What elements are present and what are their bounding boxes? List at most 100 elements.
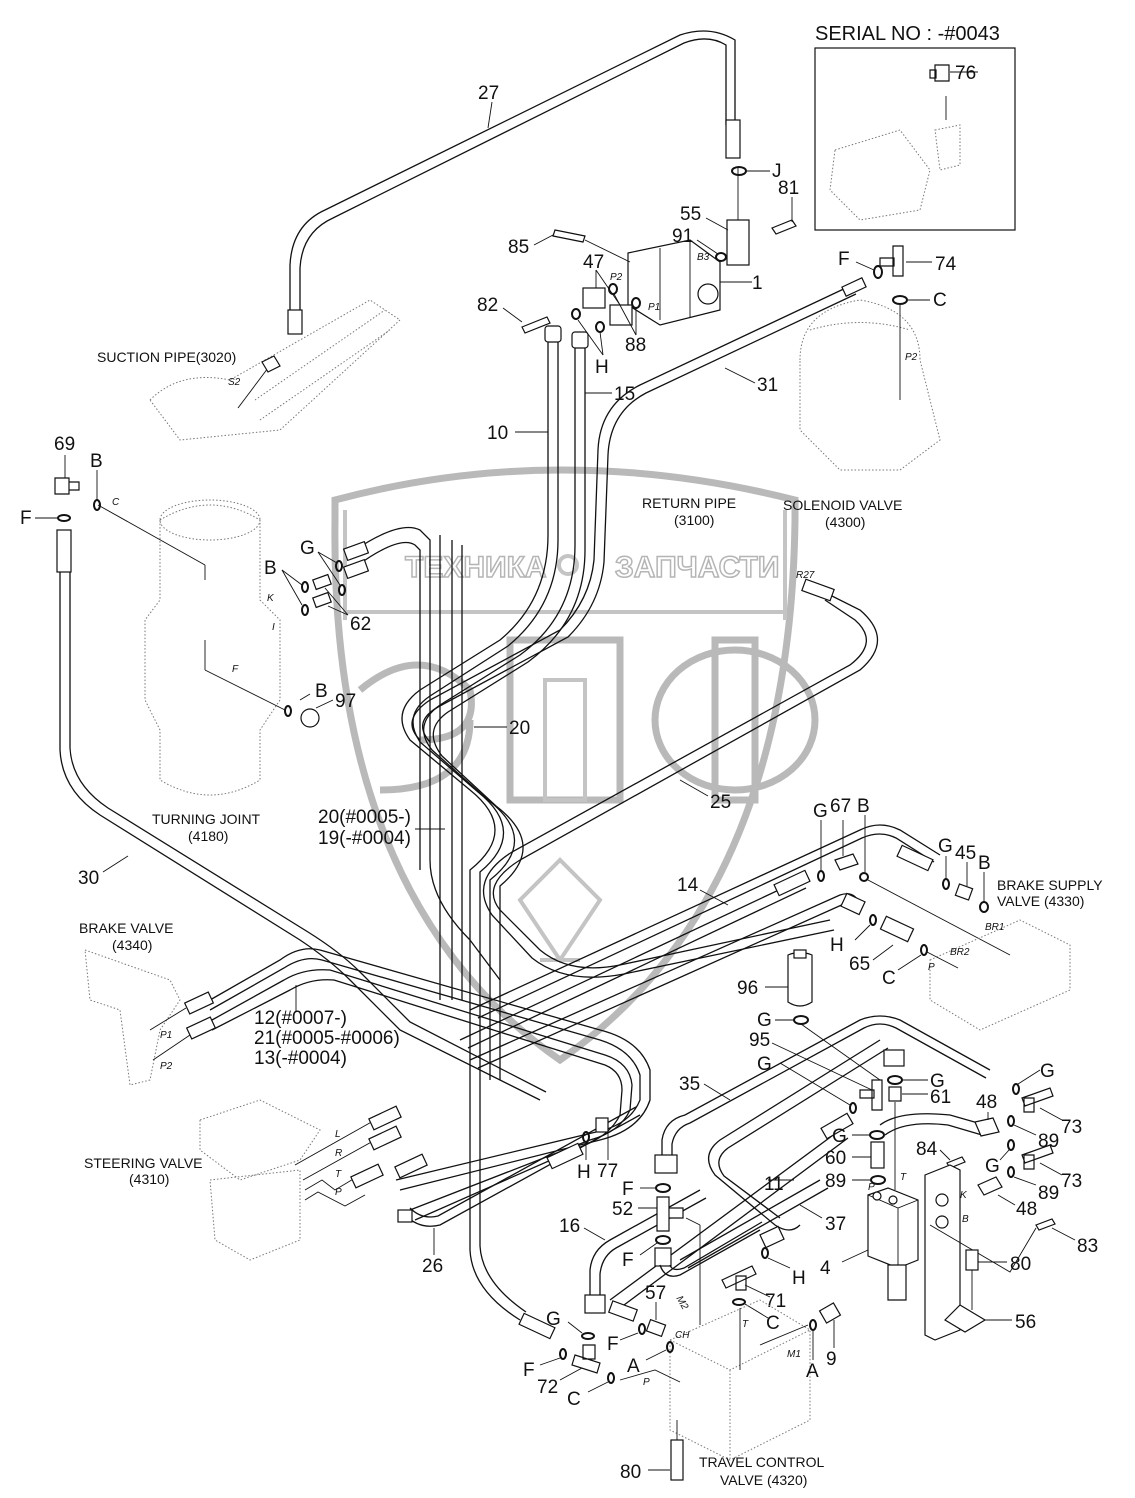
tee-95-body [859, 1079, 883, 1111]
callout-61: 61 [930, 1087, 951, 1108]
o-ring-c [920, 944, 928, 956]
callout-74: 74 [935, 254, 957, 275]
port-b: B [962, 1214, 969, 1225]
label-brake-valve-code: (4340) [112, 937, 152, 953]
port-p2: P2 [160, 1061, 173, 1072]
seal-label-f: F [622, 1250, 634, 1271]
o-ring-g [335, 560, 343, 572]
watermark: ТЕХНИКА ЗАПЧАСТИ [331, 466, 819, 1065]
check-valve-65 [879, 915, 915, 943]
o-ring-c [607, 1372, 615, 1384]
o-ring-89 [870, 1175, 886, 1185]
seal-label-j: J [772, 161, 782, 182]
steering-valve: STEERING VALVE (4310) L R T P [84, 1099, 428, 1261]
callout-72: 72 [537, 1377, 558, 1398]
tee-72-body [571, 1344, 601, 1374]
callout-15: 15 [614, 384, 635, 405]
port-f: F [232, 664, 239, 675]
hose-fitting [654, 1154, 678, 1174]
label-return-pipe-code: (3100) [674, 512, 714, 528]
callout-13-serial: 13(-#0004) [254, 1048, 347, 1069]
hose-fitting [185, 1016, 217, 1040]
hose-fitting [725, 119, 741, 159]
label-travel-control-valve: TRAVEL CONTROL [699, 1454, 824, 1470]
port-p2: P2 [610, 272, 623, 283]
port-ch: CH [675, 1330, 690, 1341]
solenoid-valve-ghost: P2 SOLENOID VALVE (4300) [783, 299, 941, 530]
callout-9: 9 [826, 1349, 837, 1370]
o-ring-j [731, 166, 747, 176]
travel-control-valve: M2 CH P T M1 TRAVEL CONTROL VALVE (4320)… [619, 1294, 824, 1488]
callout-21-serial: 21(#0005-#0006) [254, 1028, 400, 1049]
seal-label-g: G [930, 1071, 945, 1092]
callout-77: 77 [597, 1161, 618, 1182]
o-ring-g [942, 878, 950, 890]
callout-62: 62 [350, 614, 371, 635]
o-ring-91 [715, 252, 727, 262]
callout-45: 45 [955, 843, 976, 864]
elbow-69-and-hose-30: 69 B F 30 [20, 434, 547, 1101]
seal-label-b: B [264, 558, 277, 579]
flange-47 [582, 287, 606, 309]
bolt-81 [771, 219, 797, 235]
seal-label-g: G [546, 1309, 561, 1330]
seal-label-g: G [938, 836, 953, 857]
port-t: T [900, 1172, 907, 1183]
port-br1: BR1 [985, 922, 1004, 933]
callout-89: 89 [1038, 1131, 1059, 1152]
plug-97: B 97 [284, 681, 356, 728]
callout-35: 35 [679, 1074, 700, 1095]
label-suction-pipe: SUCTION PIPE(3020) [97, 349, 236, 365]
bracket-56 [924, 1164, 961, 1341]
o-ring-b [93, 499, 101, 511]
callout-96: 96 [737, 978, 758, 999]
elbow-fitting-69 [54, 477, 80, 495]
hose-fitting [773, 869, 811, 897]
seal-label-f: F [838, 249, 850, 270]
hose-fitting [394, 1153, 428, 1179]
suction-pipe-ghost: SUCTION PIPE(3020) S2 [97, 299, 401, 441]
o-ring-f [655, 1183, 671, 1193]
adapter-61 [888, 1086, 902, 1102]
hose-fitting [350, 1163, 384, 1189]
callout-88: 88 [625, 335, 646, 356]
callout-20-serial: 20(#0005-) [318, 807, 411, 828]
hose-fitting [883, 1049, 905, 1067]
adapter-57-body [645, 1318, 667, 1338]
hose-25: R27 25 [483, 570, 879, 978]
gear-pump-assembly: 1 55 J 81 91 B3 85 47 P2 P1 88 82 [477, 161, 799, 378]
callout-14: 14 [677, 875, 699, 896]
seal-label-g: G [1040, 1061, 1055, 1082]
o-ring-f [638, 1323, 646, 1335]
label-solenoid-valve: SOLENOID VALVE [783, 497, 902, 513]
o-ring-b [301, 581, 309, 593]
seal-label-g: G [757, 1010, 772, 1031]
callout-26: 26 [422, 1256, 443, 1277]
brake-supply-lines: 14 G 67 B G 45 B BRAKE SUPPLY VALVE (433… [459, 796, 1103, 1069]
label-turning-joint: TURNING JOINT [152, 811, 261, 827]
tee-fitting-74: F 74 C [838, 245, 957, 311]
adapter-62 [312, 573, 332, 591]
o-ring-b [979, 901, 989, 913]
plug-9: A 9 [806, 1302, 842, 1382]
callout-12-serial: 12(#0007-) [254, 1008, 347, 1029]
callout-65: 65 [849, 954, 870, 975]
seal-label-g: G [757, 1054, 772, 1075]
bolt-82 [521, 316, 551, 334]
callout-73: 73 [1061, 1171, 1082, 1192]
callout-10: 10 [487, 423, 508, 444]
o-ring-g [887, 1075, 903, 1085]
callout-71: 71 [765, 1291, 786, 1312]
callout-73: 73 [1061, 1117, 1082, 1138]
elbow-fitting-76 [929, 64, 950, 82]
hose-fitting [820, 1112, 854, 1140]
callout-91: 91 [672, 226, 693, 247]
pressure-block-assembly: 95 G G 61 G 60 89 P T 4 [749, 1030, 951, 1301]
callout-4: 4 [820, 1258, 831, 1279]
o-ring-b [284, 705, 292, 717]
o-ring-a [809, 1319, 817, 1331]
o-ring-f [57, 514, 71, 522]
label-steering-valve: STEERING VALVE [84, 1155, 203, 1171]
hose-fitting [342, 558, 370, 580]
callout-55: 55 [680, 204, 701, 225]
